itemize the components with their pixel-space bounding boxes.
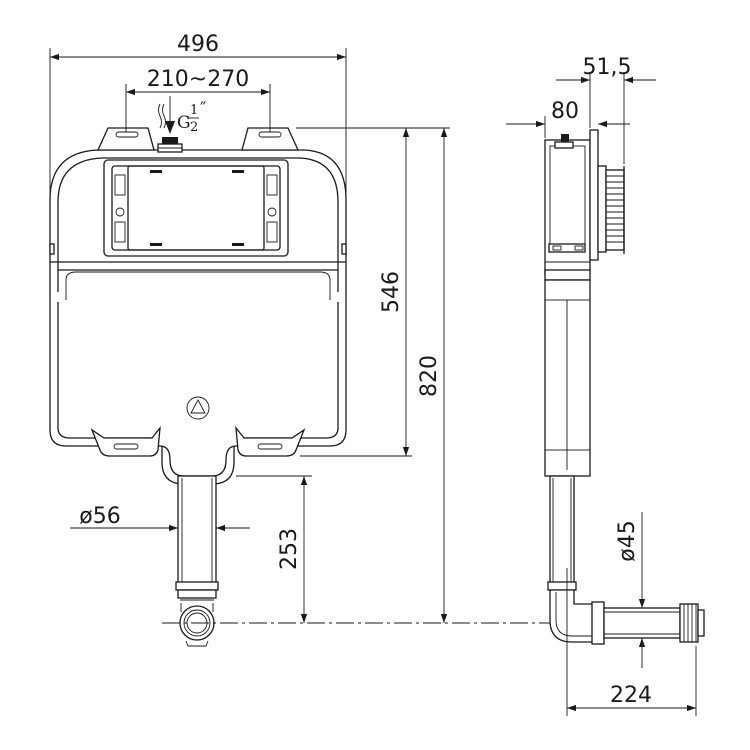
bottom-bracket-right bbox=[235, 425, 306, 457]
top-bracket-right bbox=[241, 127, 300, 151]
top-bracket-left bbox=[96, 127, 155, 151]
svg-text:G: G bbox=[177, 113, 191, 133]
svg-text:224: 224 bbox=[610, 683, 652, 708]
svg-text:546: 546 bbox=[379, 271, 404, 313]
svg-text:ø45: ø45 bbox=[615, 520, 640, 561]
dim-depth: 80 bbox=[506, 99, 630, 138]
dim-frame-offset: 51,5 bbox=[556, 55, 656, 164]
dim-bracket-spacing: 210~270 bbox=[125, 67, 271, 132]
side-clip-right bbox=[341, 243, 347, 255]
svg-text:496: 496 bbox=[177, 32, 219, 57]
dim-total-height: 820 bbox=[417, 128, 448, 623]
outlet-pipe bbox=[175, 475, 219, 647]
svg-text:ø56: ø56 bbox=[79, 504, 120, 529]
dim-side-outlet-diameter: ø45 bbox=[604, 512, 650, 668]
dim-outlet-height: 253 bbox=[236, 475, 312, 623]
inlet-thread-label: G 1 2 ″ bbox=[177, 99, 206, 135]
svg-text:820: 820 bbox=[417, 355, 442, 397]
dim-side-outlet-length: 224 bbox=[566, 568, 697, 716]
svg-text:2: 2 bbox=[190, 120, 198, 135]
dim-overall-width: 496 bbox=[49, 32, 347, 298]
actuator-tube bbox=[605, 166, 625, 254]
dim-cistern-height: 546 bbox=[296, 127, 450, 457]
inlet-valve bbox=[157, 96, 183, 153]
dim-outlet-diameter: ø56 bbox=[70, 504, 250, 532]
svg-text:″: ″ bbox=[200, 99, 206, 119]
svg-text:1: 1 bbox=[190, 103, 198, 118]
recycle-icon bbox=[186, 396, 210, 420]
svg-text:80: 80 bbox=[551, 99, 579, 124]
side-view bbox=[544, 129, 705, 645]
threaded-outlet-end bbox=[679, 603, 705, 643]
bottom-bracket-left bbox=[90, 425, 161, 457]
svg-text:51,5: 51,5 bbox=[583, 55, 632, 80]
svg-text:253: 253 bbox=[277, 528, 302, 570]
front-view: G 1 2 ″ bbox=[49, 96, 700, 647]
svg-text:210~270: 210~270 bbox=[147, 67, 249, 92]
side-clip-left bbox=[49, 243, 55, 255]
inspection-opening bbox=[103, 159, 289, 257]
